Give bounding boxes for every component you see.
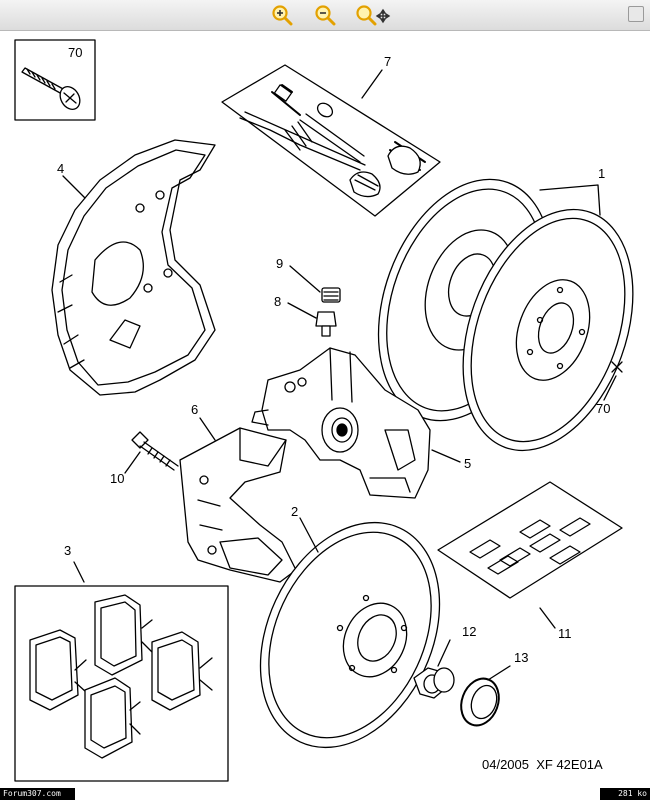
- status-bar: Forum307.com 281 ko: [0, 788, 650, 800]
- part-13-hub-cap[interactable]: 13: [455, 650, 529, 731]
- part-9-bleed-cap[interactable]: 9: [276, 256, 341, 303]
- part-7-pin-kit[interactable]: 7: [221, 54, 441, 217]
- callout-1: 1: [598, 166, 605, 181]
- callout-12: 12: [462, 624, 476, 639]
- callout-7: 7: [384, 54, 391, 69]
- file-size-label: 281 ko: [600, 788, 650, 800]
- part-70-detail-box[interactable]: 70: [14, 39, 96, 121]
- brake-pad-1: [29, 629, 87, 711]
- part-5-brake-caliper[interactable]: 5: [251, 347, 471, 499]
- zoom-out-icon: [315, 5, 336, 26]
- callout-3: 3: [64, 543, 71, 558]
- zoom-pan-icon: [356, 5, 391, 26]
- part-11-shim-kit[interactable]: 11: [437, 481, 623, 641]
- callout-6: 6: [191, 402, 198, 417]
- callout-70-top: 70: [68, 45, 82, 60]
- viewer-toolbar: [0, 0, 650, 31]
- callout-5: 5: [464, 456, 471, 471]
- callout-4: 4: [57, 161, 64, 176]
- part-1-brake-discs[interactable]: 1: [347, 155, 650, 474]
- part-4-backing-plate[interactable]: 4: [51, 139, 216, 396]
- part-3-brake-pads[interactable]: 3: [14, 543, 229, 782]
- callout-11: 11: [558, 626, 572, 641]
- zoom-out-button[interactable]: [313, 4, 337, 26]
- screw-70-on-disc[interactable]: 70: [596, 361, 623, 416]
- zoom-in-button[interactable]: [270, 4, 294, 26]
- callout-9: 9: [276, 256, 283, 271]
- zoom-pan-button[interactable]: [355, 4, 391, 26]
- callout-2: 2: [291, 504, 298, 519]
- callout-8: 8: [274, 294, 281, 309]
- brake-pad-4: [84, 677, 141, 759]
- zoom-in-icon: [272, 5, 293, 26]
- brake-pad-2: [94, 594, 153, 676]
- brake-exploded-diagram: 70 7 4: [14, 39, 650, 782]
- callout-10: 10: [110, 471, 124, 486]
- part-2-front-disc[interactable]: 2: [226, 493, 474, 776]
- brake-pad-3: [151, 631, 213, 711]
- window-control-button[interactable]: [628, 6, 644, 22]
- part-12-hub-nut[interactable]: 12: [413, 624, 476, 699]
- callout-70-disc: 70: [596, 401, 610, 416]
- part-6-caliper-carrier[interactable]: 6: [179, 402, 297, 583]
- site-watermark: Forum307.com: [0, 788, 75, 800]
- callout-13: 13: [514, 650, 528, 665]
- part-8-bleed-screw[interactable]: 8: [274, 294, 337, 337]
- diagram-reference-code: 04/2005 XF 42E01A: [482, 757, 603, 772]
- screw-70-drawing: [21, 67, 81, 110]
- part-10-bolt[interactable]: 10: [110, 431, 179, 486]
